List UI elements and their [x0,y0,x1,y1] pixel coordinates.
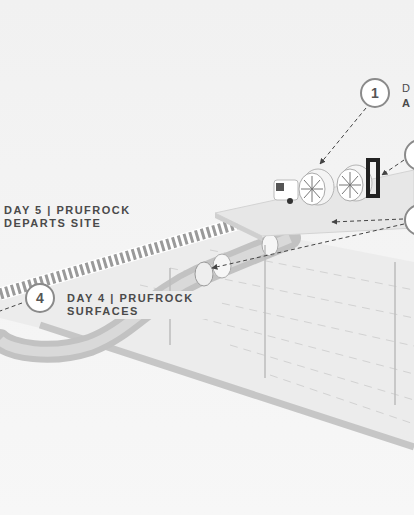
platform [215,170,414,236]
callout-circle [405,205,414,235]
callout-number: 4 [36,291,44,305]
tunnel [0,238,290,352]
leader-lines [0,108,404,311]
cutter-heads [299,165,372,205]
callout-number: 1 [371,86,379,100]
truck [274,180,298,204]
poles [170,245,395,405]
tunnel-highlight [0,238,290,352]
callout-circle [405,140,414,170]
callout-label: DAY 5 | PRUFROCK DEPARTS SITE [4,204,154,230]
callout-label: D [402,82,414,95]
gantry [368,160,378,196]
callout-circle: 1 [360,78,390,108]
callout-label: DAY 4 | PRUFROCK SURFACES [64,291,220,319]
callout-circle: 4 [25,283,55,313]
ground-plane [0,228,414,446]
callout-label: A [402,97,414,110]
platform-edge [215,213,262,241]
